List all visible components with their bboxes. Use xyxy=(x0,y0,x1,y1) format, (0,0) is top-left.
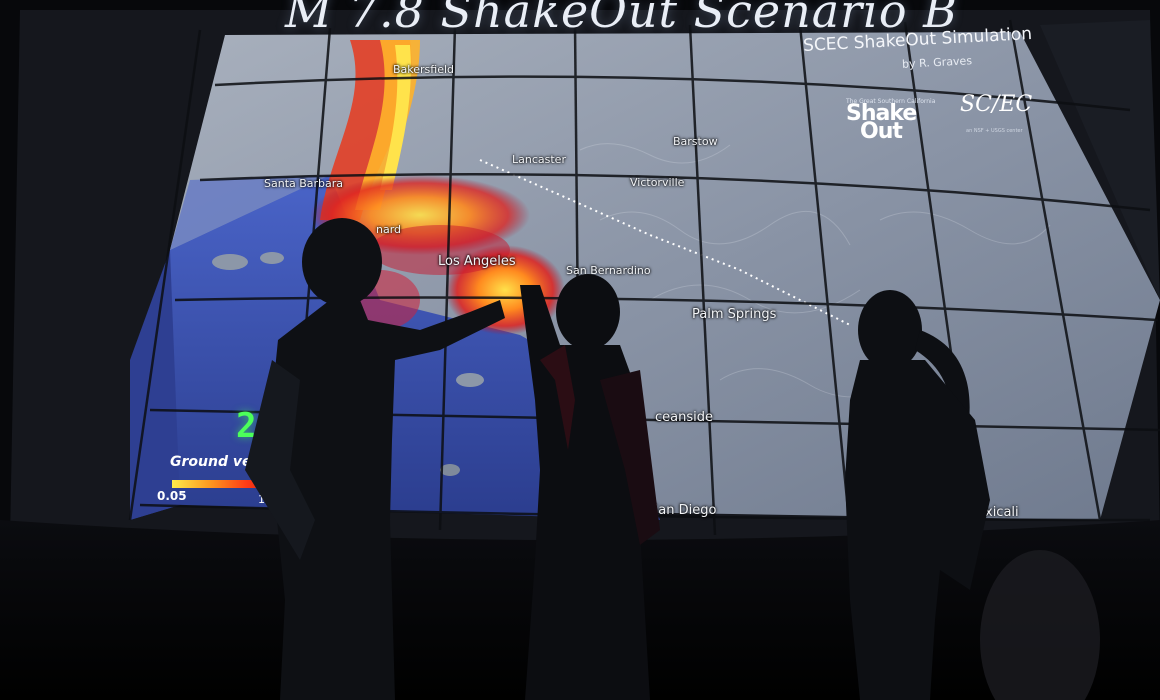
city-label: Palm Springs xyxy=(692,307,777,322)
legend-color-bar xyxy=(172,480,284,488)
person-middle-silhouette xyxy=(520,274,660,700)
city-label: nard xyxy=(376,223,402,236)
city-label: Lancaster xyxy=(512,153,566,166)
city-label: San Bernardino xyxy=(566,264,651,277)
city-label: Victorville xyxy=(630,176,685,189)
legend-min: 0.05 xyxy=(157,489,187,503)
shakeout-logo-small: The Great Southern California xyxy=(846,98,936,105)
city-label: San Diego xyxy=(650,503,717,518)
scec-logo: SC/EC xyxy=(960,92,1033,117)
shakeout-logo-word2: Out xyxy=(860,119,903,144)
legend-max: 1 xyxy=(258,493,265,506)
shakeout-logo-word1: Shake xyxy=(846,101,917,126)
city-label: xicali xyxy=(985,505,1019,520)
fault-line xyxy=(479,159,851,326)
city-label: Santa Barbara xyxy=(264,177,344,190)
city-label: ceanside xyxy=(655,410,713,425)
city-label: Barstow xyxy=(673,135,718,148)
scec-logo-subtitle: an NSF + USGS center xyxy=(966,128,1023,134)
shakeout-logo: The Great Southern California Shake Out xyxy=(846,98,936,144)
city-label: Bakersfield xyxy=(393,63,455,76)
person-left-silhouette xyxy=(245,218,505,700)
person-right-silhouette xyxy=(845,290,990,700)
wall-title: M 7.8 ShakeOut Scenario B xyxy=(285,0,958,38)
city-label: Los Angeles xyxy=(438,254,516,269)
